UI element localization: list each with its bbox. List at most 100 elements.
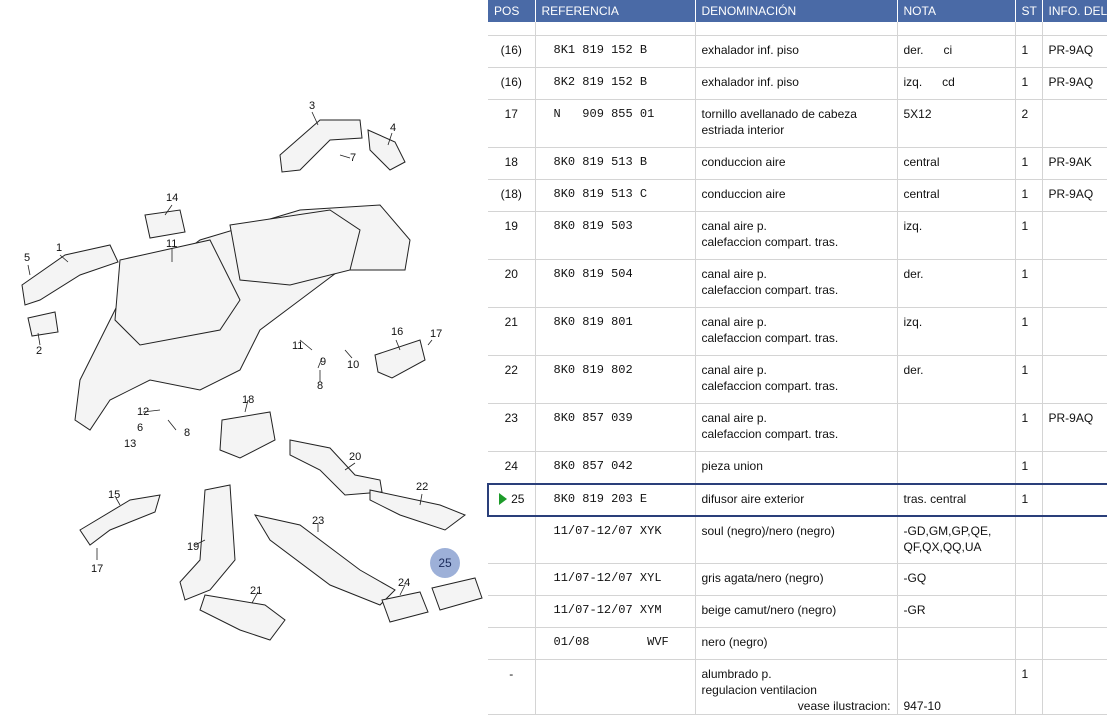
part-4-shape xyxy=(367,129,406,171)
cell-st xyxy=(1015,563,1043,596)
info-code: PR-9AK xyxy=(1048,155,1092,169)
column-header-denominacion[interactable]: DENOMINACIÓN xyxy=(695,0,898,22)
cell-st: 1 xyxy=(1015,403,1043,452)
note-line-1: der. xyxy=(903,267,924,281)
cell-nota: tras. central xyxy=(897,482,1016,517)
quantity: 1 xyxy=(1021,155,1029,169)
callout-17a: 17 xyxy=(430,328,443,340)
cell-info xyxy=(1042,563,1107,596)
part-2-shape xyxy=(27,311,59,337)
part-19-shape xyxy=(179,484,236,601)
cell-referencia: 8K1 819 152 B xyxy=(535,35,696,68)
cell-pos: 21 xyxy=(488,307,536,356)
quantity: 1 xyxy=(1021,187,1029,201)
note-line-1: izq. xyxy=(903,315,923,329)
part-number: 11/07-12/07 XYK xyxy=(553,523,662,538)
description-line-2: calefaccion compart. tras. xyxy=(701,331,839,345)
note-line-1: izq. xyxy=(903,219,923,233)
cell-referencia xyxy=(535,659,696,715)
callout-25-selected-badge[interactable]: 25 xyxy=(430,548,460,578)
description-line-1: conduccion aire xyxy=(701,155,786,169)
description-line-2: calefaccion compart. tras. xyxy=(701,283,839,297)
pos-value: 20 xyxy=(504,267,518,281)
quantity: 1 xyxy=(1021,667,1029,681)
cell-st: 1 xyxy=(1015,179,1043,212)
description-line-1: difusor aire exterior xyxy=(701,491,805,506)
callout-22: 22 xyxy=(416,481,429,493)
quantity: 1 xyxy=(1021,219,1029,233)
parts-table: POS REFERENCIA DENOMINACIÓN NOTA ST INFO… xyxy=(487,0,1107,715)
callout-9: 9 xyxy=(320,356,327,368)
part-number: 8K0 819 203 E xyxy=(553,491,648,506)
quantity: 1 xyxy=(1021,491,1029,506)
part-15-shape xyxy=(79,494,161,546)
pos-value: 17 xyxy=(504,107,518,121)
cell-info xyxy=(1042,515,1107,564)
cell-pos: 17 xyxy=(488,99,536,148)
note-line-1: izq. cd xyxy=(903,75,955,89)
description-line-1: canal aire p. xyxy=(701,411,767,425)
table-spacer-row xyxy=(488,22,1107,36)
cell-pos: (16) xyxy=(488,35,536,68)
cell-denominacion: canal aire p.calefaccion compart. tras. xyxy=(695,259,898,308)
pos-value: 25 xyxy=(511,491,525,506)
column-header-nota[interactable]: NOTA xyxy=(897,0,1016,22)
column-header-pos[interactable]: POS xyxy=(488,0,536,22)
description-line-1: canal aire p. xyxy=(701,315,767,329)
parts-table-panel: POS REFERENCIA DENOMINACIÓN NOTA ST INFO… xyxy=(487,0,1107,722)
part-number: 11/07-12/07 XYM xyxy=(553,603,662,617)
cell-info xyxy=(1042,482,1107,517)
cell-nota: -GR xyxy=(897,595,1016,628)
column-header-st[interactable]: ST xyxy=(1015,0,1043,22)
cell-referencia: 11/07-12/07 XYL xyxy=(535,563,696,596)
part-number: 11/07-12/07 XYL xyxy=(553,571,662,585)
quantity: 1 xyxy=(1021,267,1029,281)
description-line-1: tornillo avellanado de cabeza xyxy=(701,107,857,121)
cell-referencia: 8K0 819 203 E xyxy=(535,482,696,517)
blower-shape xyxy=(229,209,361,286)
table-row[interactable]: 25 8K0 819 203 E difusor aire exterior tras… xyxy=(487,482,1107,517)
part-21-shape xyxy=(199,594,286,641)
quantity: 1 xyxy=(1021,363,1029,377)
callout-10: 10 xyxy=(347,359,360,371)
part-25-shape xyxy=(431,577,483,611)
cell-pos: 19 xyxy=(488,211,536,260)
column-header-info[interactable]: INFO. DEL xyxy=(1042,0,1107,22)
description-see-illustration: vease ilustracion: xyxy=(797,699,891,713)
cell-pos: (18) xyxy=(488,179,536,212)
cell-denominacion: pieza union xyxy=(695,451,898,484)
cell-referencia: 8K0 819 503 xyxy=(535,211,696,260)
callout-13: 13 xyxy=(124,438,137,450)
cell-st: 1 xyxy=(1015,211,1043,260)
cell-pos xyxy=(488,627,536,660)
cell-referencia: 01/08 WVF xyxy=(535,627,696,660)
cell-denominacion: conduccion aire xyxy=(695,147,898,180)
cell-referencia: 8K0 819 504 xyxy=(535,259,696,308)
column-header-referencia[interactable]: REFERENCIA xyxy=(535,0,696,22)
cell-nota xyxy=(897,451,1016,484)
cell-st: 1 xyxy=(1015,451,1043,484)
cell-pos: 23 xyxy=(488,403,536,452)
cell-pos: (16) xyxy=(488,67,536,100)
note-line-1: der. xyxy=(903,363,924,377)
callout-3: 3 xyxy=(309,100,316,112)
cell-info xyxy=(1042,307,1107,356)
callout-16: 16 xyxy=(391,326,404,338)
